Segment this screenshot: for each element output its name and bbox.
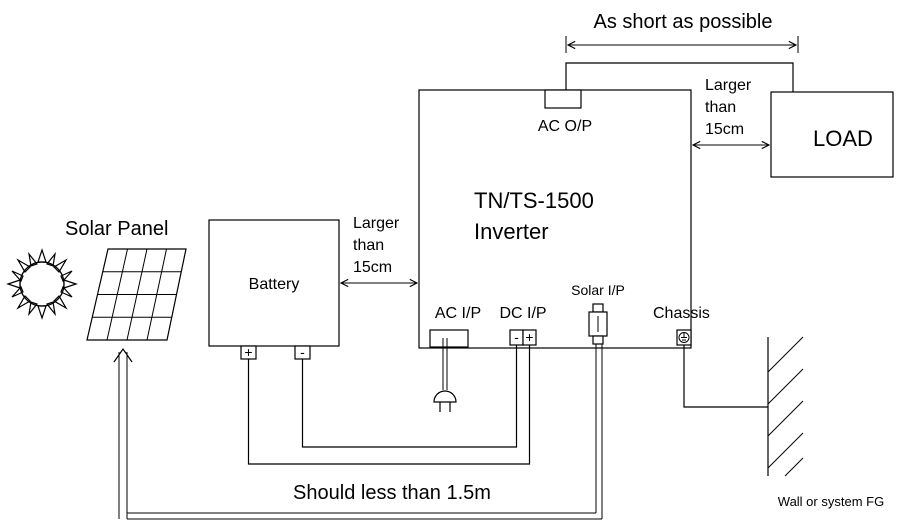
solar-cable — [113, 344, 603, 520]
wall-label: Wall or system FG — [778, 494, 884, 509]
dc-input-label: DC I/P — [499, 305, 546, 322]
ac-plug-icon — [433, 338, 457, 412]
chassis-label: Chassis — [653, 305, 710, 322]
inverter-name-label: Inverter — [474, 219, 549, 244]
load-box — [770, 91, 894, 178]
output-cable-length-dimension — [565, 36, 799, 53]
load-spacing-line-3: 15cm — [705, 121, 744, 138]
battery-negative-label: - — [300, 344, 305, 360]
chassis-ground-wire — [683, 345, 768, 408]
solar-panel-label: Solar Panel — [65, 218, 168, 240]
inverter-model-label: TN/TS-1500 — [474, 188, 594, 213]
battery-spacing-line-2: than — [353, 237, 384, 254]
wall-hatch — [767, 336, 804, 477]
load-spacing-line-2: than — [705, 99, 736, 116]
ac-output-label: AC O/P — [538, 118, 592, 135]
solar-input-label: Solar I/P — [571, 282, 625, 298]
load-label: LOAD — [813, 126, 873, 151]
battery-label: Battery — [249, 276, 300, 293]
ac-input-socket — [429, 329, 469, 348]
battery-negative-wire — [301, 345, 518, 448]
as-short-as-possible-label: As short as possible — [594, 11, 773, 33]
solar-panel-icon — [86, 248, 187, 341]
dc-negative-label: - — [514, 329, 519, 345]
cable-length-note: Should less than 1.5m — [293, 482, 491, 504]
battery-spacing-line-1: Larger — [353, 215, 400, 232]
ac-output-to-load-wire — [565, 62, 794, 92]
ac-output-socket — [544, 89, 582, 109]
battery-box — [208, 219, 340, 347]
battery-positive-wire — [247, 345, 531, 465]
load-spacing-dimension: Larger than 15cm — [693, 77, 769, 145]
battery-spacing-line-3: 15cm — [353, 259, 392, 276]
inverter-box — [418, 89, 692, 349]
battery-positive-label: + — [244, 344, 252, 360]
load-spacing-line-1: Larger — [705, 77, 752, 94]
ground-icon — [676, 329, 692, 346]
battery-spacing-dimension: Larger than 15cm — [341, 215, 417, 283]
solar-input-connector-icon — [588, 303, 608, 345]
ac-input-label: AC I/P — [435, 305, 481, 322]
dc-positive-label: + — [525, 329, 533, 345]
sun-icon — [6, 248, 78, 320]
